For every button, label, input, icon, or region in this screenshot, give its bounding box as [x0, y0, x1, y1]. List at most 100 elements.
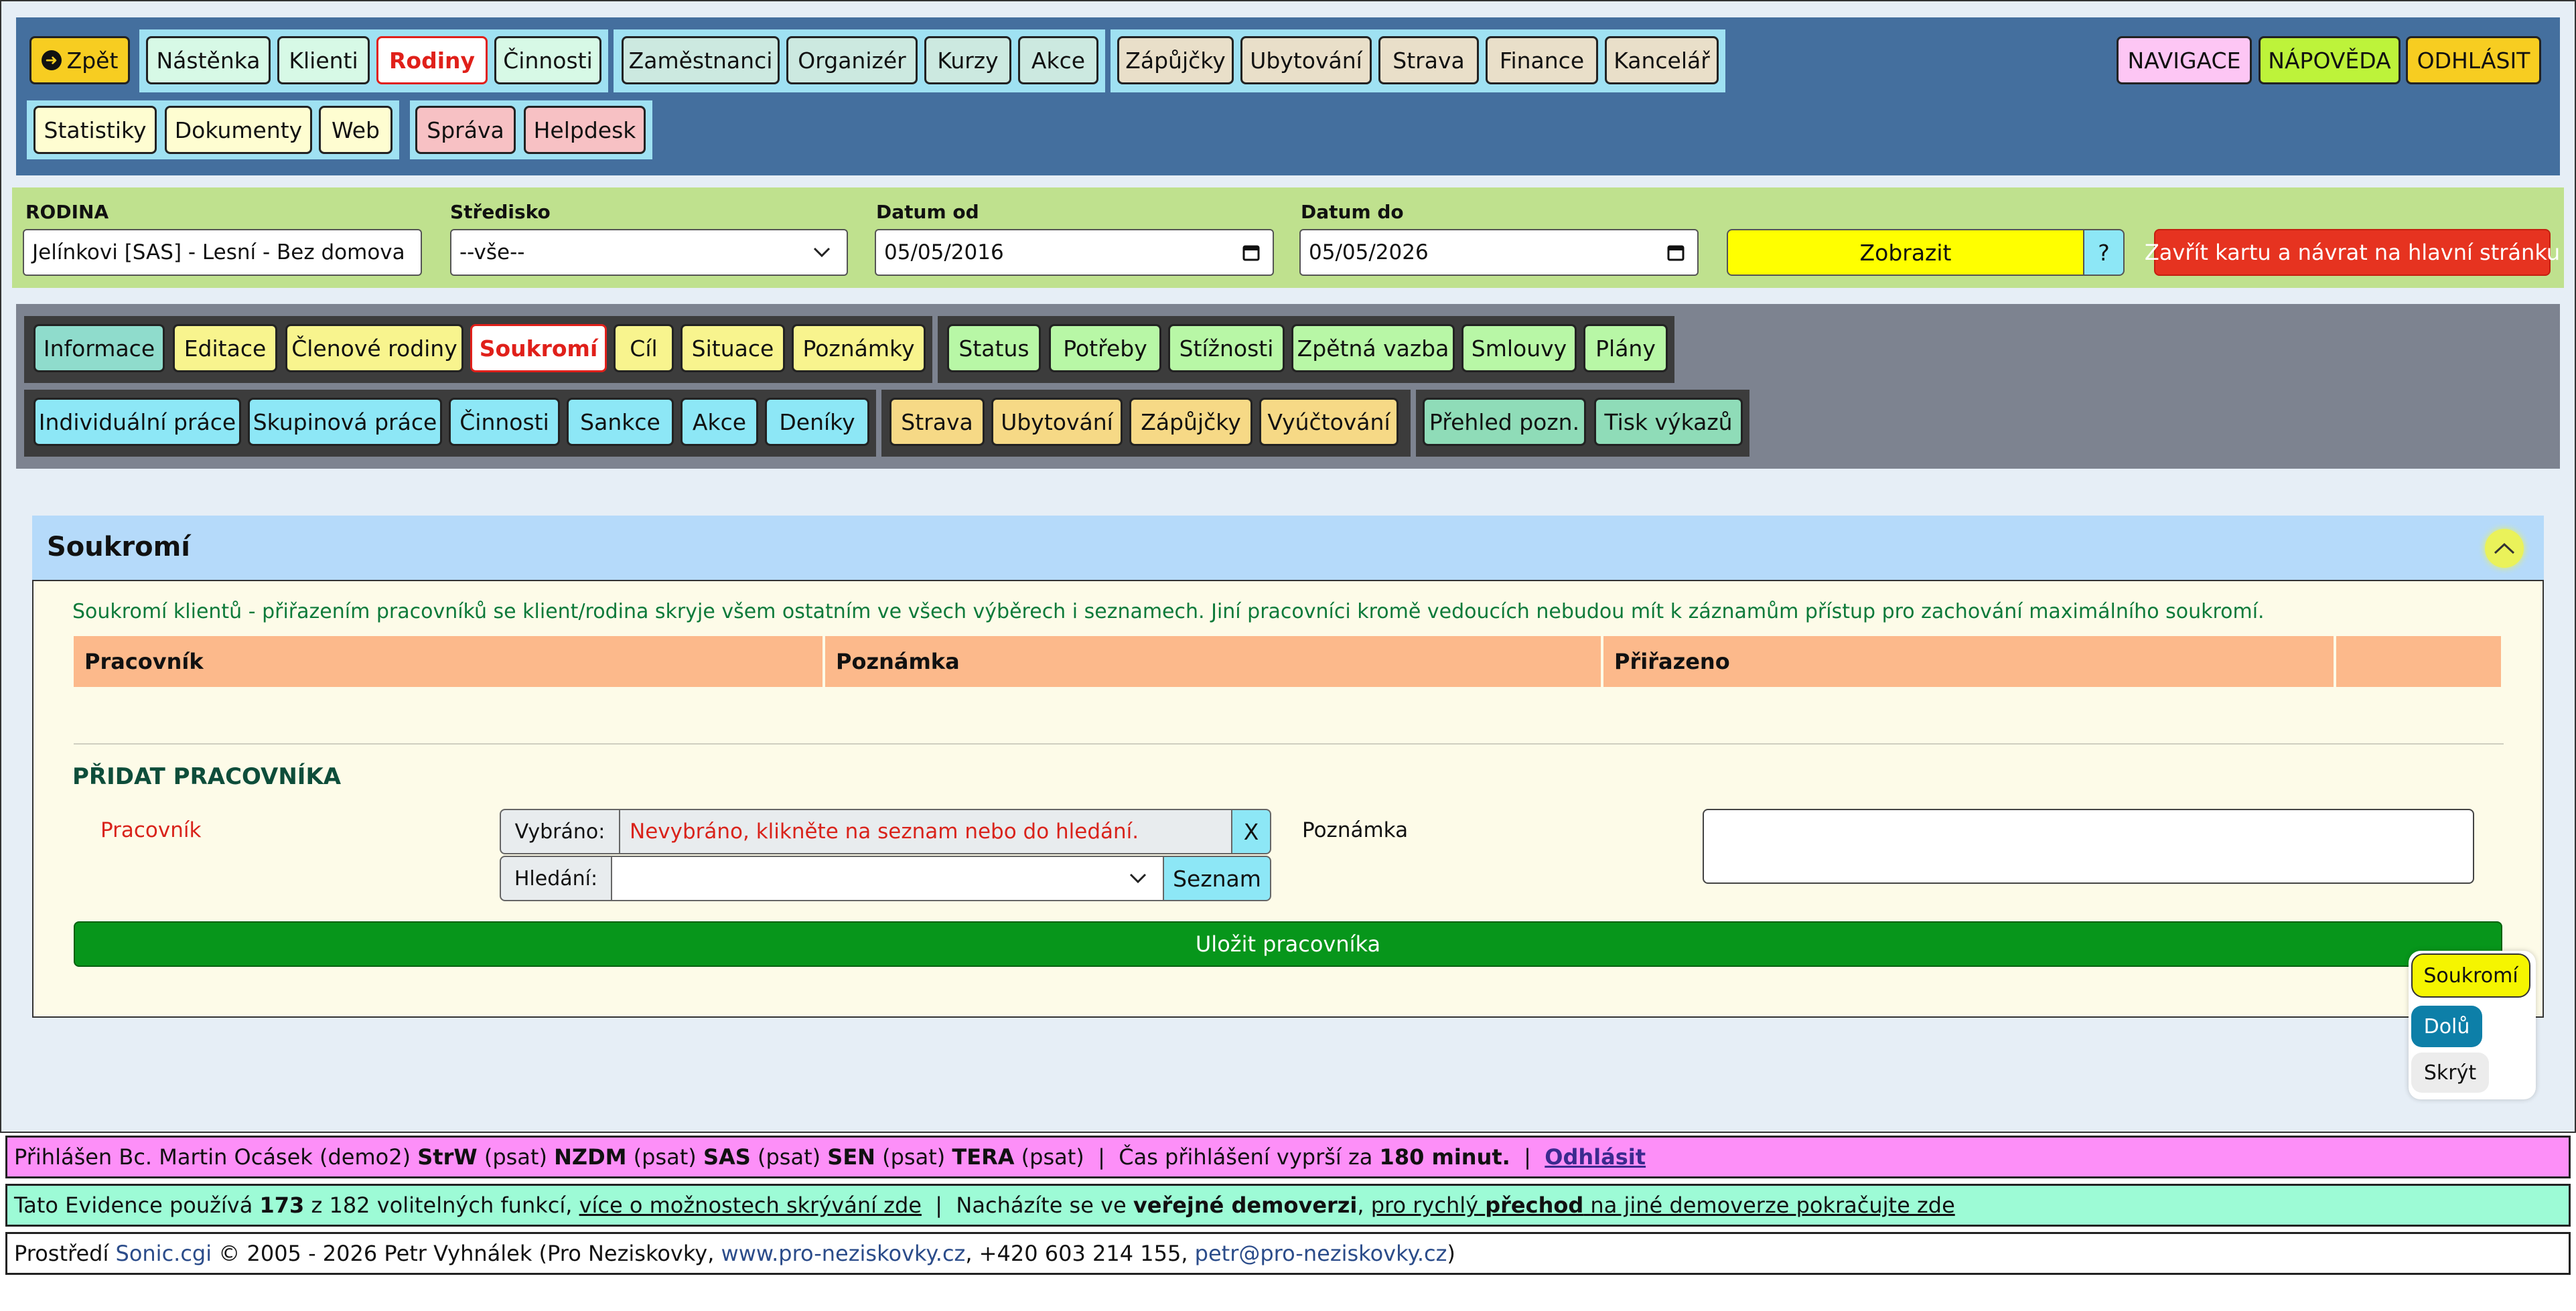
search-label: Hledání:	[500, 856, 612, 901]
demo-prefix: Nacházíte se ve	[956, 1192, 1127, 1218]
nav-cinnosti[interactable]: Činnosti	[494, 36, 601, 84]
column-header-prirazeno: Přiřazeno	[1603, 636, 2334, 687]
save-worker-button[interactable]: Uložit pracovníka	[74, 921, 2502, 967]
tab-editace[interactable]: Editace	[173, 324, 277, 372]
tab-clenove-rodiny[interactable]: Členové rodiny	[285, 324, 463, 372]
nav-zamestnanci[interactable]: Zaměstnanci	[622, 36, 780, 84]
nav-kurzy[interactable]: Kurzy	[924, 36, 1011, 84]
features-link[interactable]: více o možnostech skrývání zde	[579, 1192, 922, 1218]
login-prefix: Přihlášen Bc. Martin Ocásek (demo2)	[14, 1144, 411, 1170]
demo-bold: veřejné demoverzi	[1133, 1192, 1358, 1218]
nav-organizer[interactable]: Organizér	[786, 36, 918, 84]
tab-strava[interactable]: Strava	[889, 398, 985, 446]
tab-tisk-vykazu[interactable]: Tisk výkazů	[1594, 398, 1743, 446]
clear-selection-button[interactable]: X	[1231, 809, 1271, 854]
nav-ubytovani[interactable]: Ubytování	[1240, 36, 1372, 84]
nav-zapujcky[interactable]: Zápůjčky	[1117, 36, 1234, 84]
nav-dokumenty[interactable]: Dokumenty	[165, 106, 312, 154]
date-to-value: 05/05/2026	[1309, 240, 1429, 264]
center-select[interactable]: --vše--	[450, 229, 848, 276]
env-copy: © 2005 - 2026 Petr Vyhnálek (Pro Nezisko…	[218, 1241, 715, 1266]
role-mode: (psat)	[1021, 1144, 1084, 1170]
float-down-button[interactable]: Dolů	[2411, 1006, 2482, 1047]
logout-button[interactable]: ODHLÁSIT	[2406, 36, 2541, 84]
float-hide-button[interactable]: Skrýt	[2411, 1053, 2489, 1093]
env-mail-link[interactable]: petr@pro-neziskovky.cz	[1194, 1241, 1447, 1266]
role-mode: (psat)	[633, 1144, 697, 1170]
features-prefix: Tato Evidence používá	[14, 1192, 253, 1218]
divider	[74, 743, 2504, 745]
tab-zapujcky[interactable]: Zápůjčky	[1129, 398, 1253, 446]
filter-help-button[interactable]: ?	[2083, 229, 2125, 276]
separator: |	[935, 1192, 943, 1218]
demo-link-b: přechod	[1485, 1192, 1584, 1218]
env-prefix: Prostředí	[14, 1241, 109, 1266]
features-rest: z 182 volitelných funkcí,	[311, 1192, 573, 1218]
timeout-value: 180 minut.	[1379, 1144, 1510, 1170]
tab-informace[interactable]: Informace	[33, 324, 165, 372]
tab-vyuctovani[interactable]: Vyúčtování	[1259, 398, 1399, 446]
nav-strava[interactable]: Strava	[1378, 36, 1479, 84]
date-from-input[interactable]: 05/05/2016	[875, 229, 1274, 276]
tab-skupinova-prace[interactable]: Skupinová práce	[248, 398, 442, 446]
tab-cinnosti[interactable]: Činnosti	[449, 398, 560, 446]
family-input[interactable]: Jelínkovi [SAS] - Lesní - Bez domova	[23, 229, 422, 276]
tab-cil[interactable]: Cíl	[614, 324, 674, 372]
calendar-icon	[1666, 243, 1685, 262]
nav-helpdesk[interactable]: Helpdesk	[524, 106, 646, 154]
nav-web[interactable]: Web	[319, 106, 392, 154]
section-description: Soukromí klientů - přiřazením pracovníků…	[72, 600, 2265, 623]
nav-nastenka[interactable]: Nástěnka	[146, 36, 271, 84]
tab-smlouvy[interactable]: Smlouvy	[1461, 324, 1577, 372]
selected-label: Vybráno:	[500, 809, 620, 854]
separator: |	[1098, 1144, 1105, 1170]
tab-zpetna-vazba[interactable]: Zpětná vazba	[1291, 324, 1455, 372]
chevron-down-icon	[1129, 873, 1147, 884]
help-button[interactable]: NÁPOVĚDA	[2259, 36, 2401, 84]
close-card-button[interactable]: Zavřít kartu a návrat na hlavní stránku	[2145, 229, 2560, 276]
timeout-prefix: Čas přihlášení vyprší za	[1119, 1144, 1373, 1170]
section-header	[32, 516, 2544, 580]
tab-potreby[interactable]: Potřeby	[1049, 324, 1161, 372]
tab-plany[interactable]: Plány	[1583, 324, 1668, 372]
tab-status[interactable]: Status	[947, 324, 1041, 372]
tab-poznamky[interactable]: Poznámky	[792, 324, 926, 372]
tab-prehled-pozn[interactable]: Přehled pozn.	[1423, 398, 1586, 446]
tab-soukromi-active[interactable]: Soukromí	[470, 324, 607, 372]
arrow-left-circle-icon: ➜	[41, 50, 62, 70]
float-soukromi-button[interactable]: Soukromí	[2411, 953, 2530, 998]
tab-stiznosti[interactable]: Stížnosti	[1168, 324, 1285, 372]
role-code: NZDM	[554, 1144, 627, 1170]
tab-deniky[interactable]: Deníky	[765, 398, 869, 446]
note-label: Poznámka	[1302, 818, 1409, 842]
tab-ubytovani[interactable]: Ubytování	[991, 398, 1123, 446]
back-button[interactable]: ➜ Zpět	[29, 36, 130, 84]
nav-kancelar[interactable]: Kancelář	[1605, 36, 1719, 84]
tab-situace[interactable]: Situace	[681, 324, 785, 372]
env-link[interactable]: Sonic.cgi	[115, 1241, 212, 1266]
tab-individualni-prace[interactable]: Individuální práce	[33, 398, 241, 446]
date-from-value: 05/05/2016	[884, 240, 1004, 264]
date-to-input[interactable]: 05/05/2026	[1299, 229, 1699, 276]
show-button[interactable]: Zobrazit	[1727, 229, 2084, 276]
worker-search-select[interactable]	[611, 856, 1164, 901]
collapse-chevron-up-icon[interactable]	[2485, 529, 2524, 568]
role-code: StrW	[417, 1144, 478, 1170]
tab-akce[interactable]: Akce	[681, 398, 758, 446]
nav-akce[interactable]: Akce	[1018, 36, 1098, 84]
nav-finance[interactable]: Finance	[1486, 36, 1598, 84]
nav-sprava[interactable]: Správa	[415, 106, 516, 154]
calendar-icon	[1242, 243, 1261, 262]
footer-logout-link[interactable]: Odhlásit	[1545, 1144, 1646, 1170]
worker-list-button[interactable]: Seznam	[1163, 856, 1271, 901]
env-web-link[interactable]: www.pro-neziskovky.cz	[721, 1241, 966, 1266]
nav-statistiky[interactable]: Statistiky	[33, 106, 157, 154]
tab-sankce[interactable]: Sankce	[567, 398, 674, 446]
footer-features-info: Tato Evidence používá 173 z 182 voliteln…	[5, 1184, 2571, 1227]
navigation-button[interactable]: NAVIGACE	[2117, 36, 2252, 84]
demo-switch-link[interactable]: pro rychlý přechod na jiné demoverze pok…	[1371, 1192, 1955, 1218]
nav-rodiny-active[interactable]: Rodiny	[376, 36, 488, 84]
nav-klienti[interactable]: Klienti	[277, 36, 370, 84]
role-code: SAS	[703, 1144, 751, 1170]
note-textarea[interactable]	[1703, 809, 2474, 884]
